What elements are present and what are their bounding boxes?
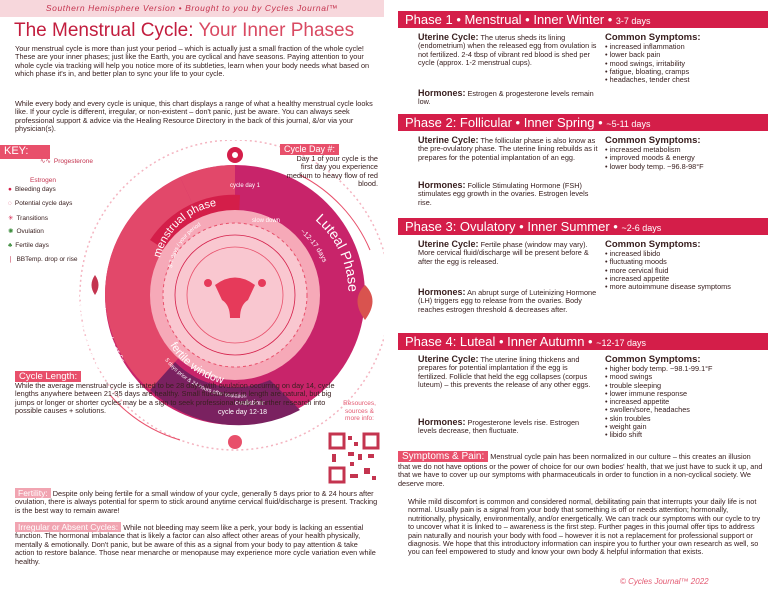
key-bleeding: ● Bleeding days bbox=[8, 186, 56, 193]
cycle-day-text: Day 1 of your cycle is the first day you… bbox=[286, 154, 378, 188]
copyright: © Cycles Journal™ 2022 bbox=[620, 577, 709, 586]
sun-icon: ✺ bbox=[8, 228, 14, 235]
key-ovulation: ✺ Ovulation bbox=[8, 227, 44, 236]
page-title: The Menstrual Cycle: Your Inner Phases bbox=[14, 20, 354, 42]
flower-icon bbox=[227, 147, 243, 163]
cycle-length-heading: Cycle Length: bbox=[15, 371, 82, 382]
resources-label: Resources, sources & more info: bbox=[343, 400, 376, 422]
leaf-icon bbox=[357, 285, 373, 320]
symptom-item: mood swings, irritability bbox=[605, 59, 765, 68]
wave-icon: ∿∿ bbox=[40, 158, 51, 165]
dotted-circle-icon: ◌ bbox=[8, 200, 12, 207]
phase-2-heading: Phase 2: Follicular • Inner Spring • ~5-… bbox=[398, 114, 768, 131]
key-estrogen: Estrogen bbox=[30, 177, 57, 184]
symptom-item: swollen/sore, headaches bbox=[605, 406, 765, 415]
symptom-item: lower immune response bbox=[605, 389, 765, 398]
title-sub: Your Inner Phases bbox=[198, 20, 355, 41]
symptom-item: fatigue, bloating, cramps bbox=[605, 67, 765, 76]
thermometer-icon: ❘ bbox=[8, 256, 14, 263]
symptom-item: higher body temp. ~98.1-99.1°F bbox=[605, 364, 765, 373]
sparkle-icon: ✳ bbox=[8, 215, 14, 222]
phase-3-uterine: Uterine Cycle: Fertile phase (window may… bbox=[418, 239, 589, 266]
title-main: The Menstrual Cycle: bbox=[14, 20, 194, 41]
symptom-item: increased libido bbox=[605, 249, 765, 258]
intro-paragraph-2: While every body and every cycle is uniq… bbox=[15, 99, 373, 134]
phase-2-symptoms: Common Symptoms: increased metabolismimp… bbox=[605, 135, 765, 171]
symptom-item: headaches, tender chest bbox=[605, 75, 765, 84]
phase-3-heading: Phase 3: Ovulatory • Inner Summer • ~2-6… bbox=[398, 218, 768, 235]
sprout-icon bbox=[91, 275, 99, 295]
phase-3-hormones: Hormones: An abrupt surge of Luteinizing… bbox=[418, 287, 597, 314]
symptom-item: trouble sleeping bbox=[605, 381, 765, 390]
key-potential: ◌ Potential cycle days bbox=[8, 200, 73, 207]
uterus-icon bbox=[204, 277, 266, 318]
symptom-item: mood swings bbox=[605, 372, 765, 381]
fertility-block: Fertility: Despite only being fertile fo… bbox=[15, 488, 379, 515]
symptom-item: improved moods & energy bbox=[605, 153, 765, 162]
key-transitions: ✳ Transitions bbox=[8, 214, 49, 223]
phase-1-hormones: Hormones: Estrogen & progesterone levels… bbox=[418, 88, 594, 107]
cycle-length-text: While the average menstrual cycle is sta… bbox=[15, 381, 335, 416]
key-heading: KEY: bbox=[0, 145, 50, 159]
phase-2-hormones: Hormones: Follicle Stimulating Hormone (… bbox=[418, 180, 589, 207]
phase-4-symptoms: Common Symptoms: higher body temp. ~98.1… bbox=[605, 354, 765, 440]
symptom-item: skin troubles bbox=[605, 414, 765, 423]
ovulation-days: cycle day 12-18 bbox=[218, 409, 267, 416]
symptom-item: increased metabolism bbox=[605, 145, 765, 154]
symptom-item: more cervical fluid bbox=[605, 266, 765, 275]
cycle-day-heading: Cycle Day #: bbox=[280, 144, 340, 155]
irregular-heading: Irregular or Absent Cycles: bbox=[15, 522, 122, 532]
ovulation-label: ovulation: bbox=[235, 400, 265, 407]
symptom-item: weight gain bbox=[605, 422, 765, 431]
sprout-icon: ♣ bbox=[8, 242, 13, 249]
symptom-item: increased appetite bbox=[605, 274, 765, 283]
top-banner: Southern Hemisphere Version • Brought to… bbox=[0, 0, 384, 17]
fertile-window-segment bbox=[150, 362, 300, 426]
phase-2-uterine: Uterine Cycle: The follicular phase is a… bbox=[418, 135, 598, 162]
sun-icon bbox=[228, 435, 242, 449]
symptom-item: increased appetite bbox=[605, 397, 765, 406]
symptoms-pain-heading: Symptoms & Pain: bbox=[398, 451, 489, 462]
phase-1-uterine: Uterine Cycle: The uterus sheds its lini… bbox=[418, 32, 597, 68]
phase-4-hormones: Hormones: Progesterone levels rise. Estr… bbox=[418, 417, 580, 436]
qr-code[interactable] bbox=[328, 432, 380, 484]
irregular-text: While not bleeding may seem like a perk,… bbox=[15, 523, 376, 566]
symptom-item: increased inflammation bbox=[605, 42, 765, 51]
symptom-item: lower body temp. ~96.8-98°F bbox=[605, 162, 765, 171]
intro-paragraph-1: Your menstrual cycle is more than just y… bbox=[15, 44, 370, 79]
drop-icon: ● bbox=[8, 186, 12, 193]
symptom-item: libido shift bbox=[605, 431, 765, 440]
slow-down-label: slow down bbox=[252, 218, 280, 224]
fertility-heading: Fertility: bbox=[15, 488, 51, 498]
phase-1-symptoms: Common Symptoms: increased inflammationl… bbox=[605, 32, 765, 84]
cycle-day-1-label: cycle day 1 bbox=[230, 183, 261, 189]
symptom-item: more autoimmune disease symptoms bbox=[605, 282, 765, 291]
phase-3-symptoms: Common Symptoms: increased libidofluctua… bbox=[605, 239, 765, 291]
phase-4-uterine: Uterine Cycle: The uterine lining thicke… bbox=[418, 354, 591, 390]
closing-paragraph: While mild discomfort is common and cons… bbox=[408, 497, 761, 557]
cycle-wheel: Follicular Phase ~5-11 days to follow Lu… bbox=[74, 140, 384, 451]
symptoms-pain-block: Symptoms & Pain: Menstrual cycle pain ha… bbox=[398, 450, 763, 488]
key-fertile: ♣ Fertile days bbox=[8, 242, 49, 249]
symptoms-pain-text: Menstrual cycle pain has been normalized… bbox=[398, 452, 763, 488]
symptom-item: lower back pain bbox=[605, 50, 765, 59]
symptom-item: fluctuating moods bbox=[605, 257, 765, 266]
phase-4-heading: Phase 4: Luteal • Inner Autumn • ~12-17 … bbox=[398, 333, 768, 350]
key-progesterone: ∿∿ Progesterone bbox=[40, 157, 93, 166]
key-bbtemp: ❘ BBTemp. drop or rise bbox=[8, 255, 78, 264]
irregular-block: Irregular or Absent Cycles: While not bl… bbox=[15, 522, 379, 566]
fertility-text: Despite only being fertile for a small w… bbox=[15, 489, 378, 515]
phase-1-heading: Phase 1 • Menstrual • Inner Winter • 3-7… bbox=[398, 11, 768, 28]
